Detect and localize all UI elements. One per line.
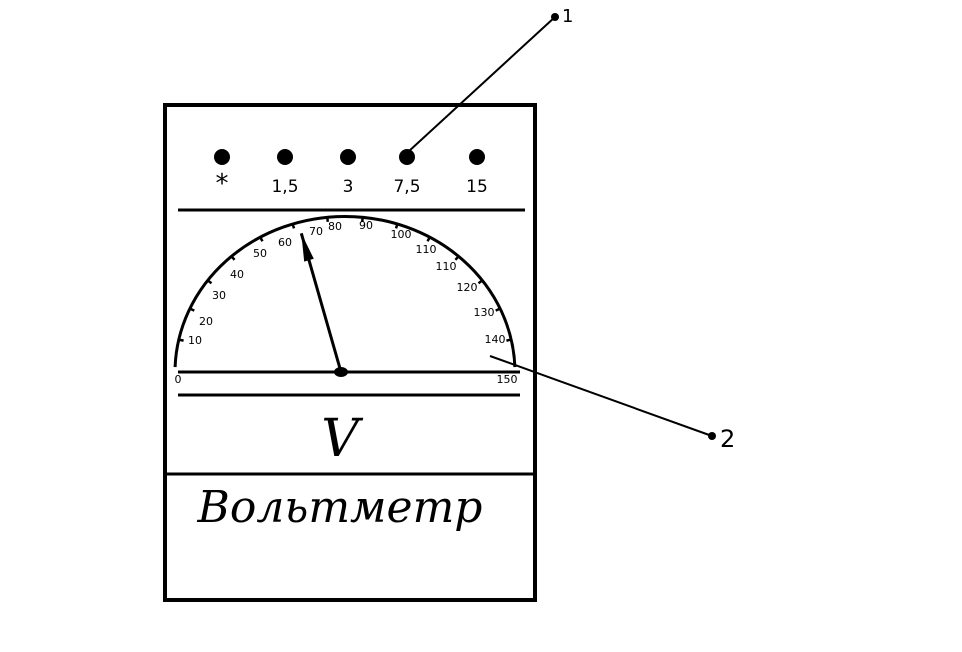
scale-label-2: 20 (199, 315, 213, 328)
scale-tick-130 (495, 307, 501, 312)
scale-label-12: 110 (436, 260, 457, 273)
scale-label-0: 0 (175, 373, 182, 386)
scale-label-5: 50 (253, 247, 267, 260)
scale-ticks (178, 216, 512, 342)
terminal-dot-3 (399, 149, 415, 165)
terminal-dot-2 (340, 149, 356, 165)
scale-tick-70 (325, 216, 330, 222)
instrument-body (163, 103, 537, 602)
terminal-row: * 1,5 3 7,5 15 (214, 149, 488, 199)
terminal-dot-4 (469, 149, 485, 165)
terminal-dot-1 (277, 149, 293, 165)
callout-1-leader (407, 16, 556, 153)
scale-label-11: 110 (416, 243, 437, 256)
scale-tick-100 (426, 236, 432, 242)
scale-label-7: 70 (309, 225, 323, 238)
scale-label-15: 140 (485, 333, 506, 346)
scale-tick-120 (477, 279, 484, 285)
scale-arc (173, 215, 517, 368)
scale-label-3: 30 (212, 289, 226, 302)
terminal-label-3: 7,5 (393, 177, 420, 197)
pointer-pivot (334, 367, 348, 377)
callout-2-leader (489, 355, 713, 437)
scale-label-16: 150 (497, 373, 518, 386)
scale-label-10: 100 (391, 228, 412, 241)
scale-tick-10 (178, 338, 184, 342)
scale-label-1: 10 (188, 334, 202, 347)
terminal-label-0: * (216, 169, 229, 199)
callout-1-dot (551, 13, 559, 21)
unit-symbol: V (321, 409, 363, 469)
terminal-label-1: 1,5 (271, 177, 298, 197)
callout-2-dot (708, 432, 716, 440)
scale-label-4: 40 (230, 268, 244, 281)
scale-tick-60 (291, 223, 296, 229)
scale-label-6: 60 (278, 236, 292, 249)
scale-tick-40 (230, 255, 236, 261)
scale-label-13: 120 (457, 281, 478, 294)
callout-1-label: 1 (562, 6, 573, 27)
terminal-label-4: 15 (466, 177, 488, 197)
scale-tick-50 (258, 236, 264, 242)
scale-tick-30 (206, 279, 213, 285)
scale-tick-90 (394, 223, 399, 229)
scale-tick-80 (360, 216, 365, 222)
scale-label-9: 90 (359, 219, 373, 232)
scale-label-8: 80 (328, 220, 342, 233)
pointer-needle (299, 232, 348, 377)
scale-tick-110 (454, 255, 460, 261)
instrument-name: Вольтметр (197, 482, 483, 533)
scale-tick-140 (506, 338, 512, 342)
callout-2-label: 2 (720, 425, 735, 453)
scale-tick-20 (189, 307, 195, 312)
terminal-dot-0 (214, 149, 230, 165)
terminal-label-2: 3 (343, 177, 354, 197)
scale-label-14: 130 (474, 306, 495, 319)
pointer-arrowhead (301, 233, 314, 262)
